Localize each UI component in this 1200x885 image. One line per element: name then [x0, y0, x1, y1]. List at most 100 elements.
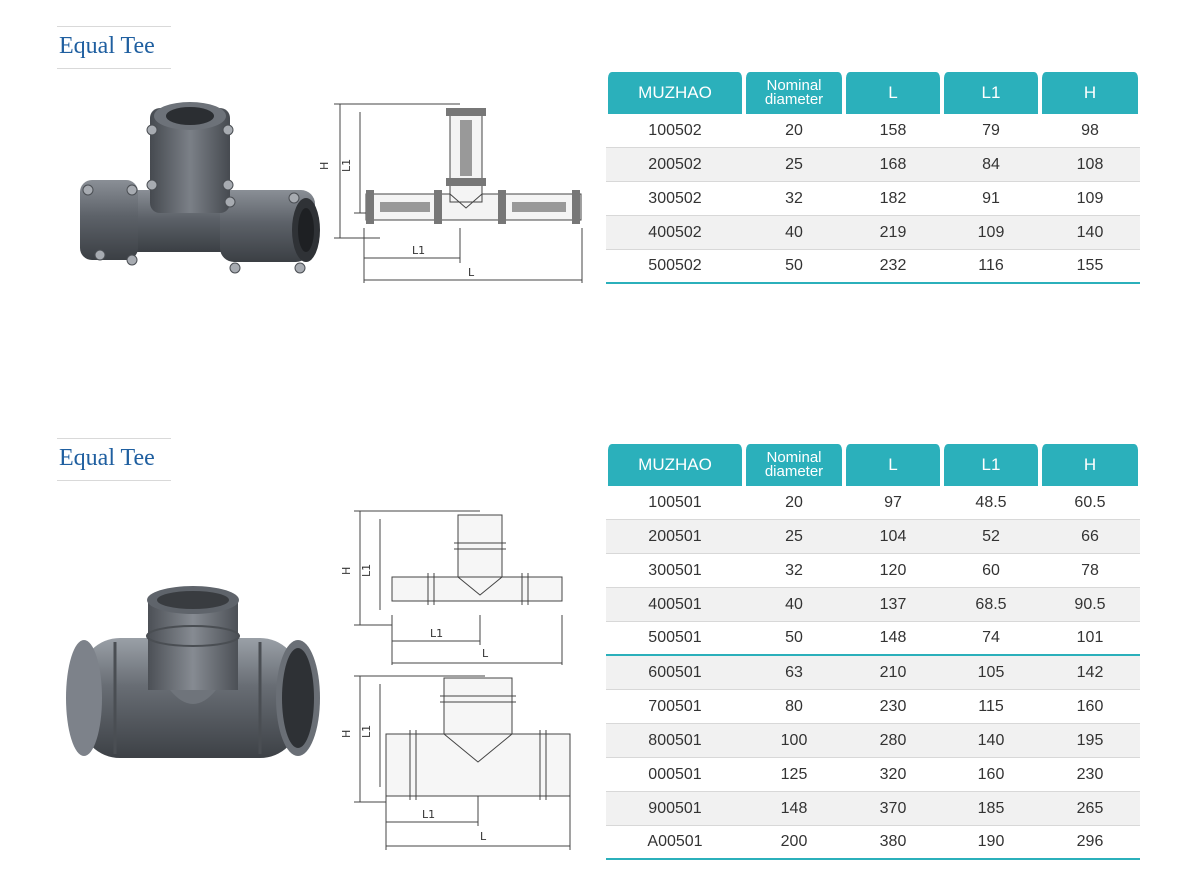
- table-cell: 185: [942, 792, 1040, 826]
- table-cell: A00501: [606, 826, 744, 860]
- header-nominal-diameter: Nominal diameter: [744, 72, 844, 114]
- table-cell: 600501: [606, 656, 744, 690]
- table-cell: 400502: [606, 216, 744, 250]
- table-cell: 168: [844, 148, 942, 182]
- header-model: MUZHAO: [606, 444, 744, 486]
- dim-h-label: H: [340, 567, 353, 575]
- table-cell: 137: [844, 588, 942, 622]
- table-cell: 25: [744, 520, 844, 554]
- table-cell: 148: [844, 622, 942, 656]
- table-cell: 155: [1040, 250, 1140, 284]
- table-cell: 195: [1040, 724, 1140, 758]
- table-cell: 296: [1040, 826, 1140, 860]
- dim-l1-label: L1: [422, 808, 435, 821]
- table-cell: 125: [744, 758, 844, 792]
- table-cell: 98: [1040, 114, 1140, 148]
- table-cell: 78: [1040, 554, 1140, 588]
- dim-l-label: L: [480, 830, 487, 843]
- table-cell: 400501: [606, 588, 744, 622]
- table-cell: 000501: [606, 758, 744, 792]
- table-cell: 219: [844, 216, 942, 250]
- socket-tee-drawing-large: H L1 L1 L: [340, 675, 571, 850]
- table-cell: 190: [942, 826, 1040, 860]
- table-cell: 380: [844, 826, 942, 860]
- table-cell: 300502: [606, 182, 744, 216]
- header-h: H: [1040, 444, 1140, 486]
- socket-tee-image: [66, 586, 320, 758]
- table-cell: 182: [844, 182, 942, 216]
- table-cell: 200502: [606, 148, 744, 182]
- table-cell: 100501: [606, 486, 744, 520]
- table-cell: 115: [942, 690, 1040, 724]
- compression-tee-drawing: H L1 L1 L: [320, 103, 583, 283]
- table-cell: 84: [942, 148, 1040, 182]
- table-cell: 74: [942, 622, 1040, 656]
- header-model: MUZHAO: [606, 72, 744, 114]
- table-cell: 48.5: [942, 486, 1040, 520]
- table-cell: 300501: [606, 554, 744, 588]
- table-cell: 500501: [606, 622, 744, 656]
- table-cell: 320: [844, 758, 942, 792]
- dim-h-label: H: [340, 730, 353, 738]
- table-cell: 52: [942, 520, 1040, 554]
- table-cell: 79: [942, 114, 1040, 148]
- table-cell: 280: [844, 724, 942, 758]
- table-cell: 32: [744, 182, 844, 216]
- table-cell: 148: [744, 792, 844, 826]
- table-cell: 101: [1040, 622, 1140, 656]
- table-cell: 20: [744, 114, 844, 148]
- compression-tee-image: [80, 102, 320, 274]
- table-cell: 160: [942, 758, 1040, 792]
- table-cell: 97: [844, 486, 942, 520]
- table-cell: 60.5: [1040, 486, 1140, 520]
- table-cell: 800501: [606, 724, 744, 758]
- header-l1: L1: [942, 444, 1040, 486]
- dim-l1-label: L1: [412, 244, 425, 257]
- table-cell: 104: [844, 520, 942, 554]
- dim-l1-label: L1: [430, 627, 443, 640]
- table-cell: 63: [744, 656, 844, 690]
- dim-l1-vertical-label: L1: [360, 725, 373, 738]
- table-cell: 109: [942, 216, 1040, 250]
- table-cell: 25: [744, 148, 844, 182]
- dim-h-label: H: [320, 162, 331, 170]
- dim-l-label: L: [482, 647, 489, 660]
- table-cell: 68.5: [942, 588, 1040, 622]
- table-cell: 230: [1040, 758, 1140, 792]
- table-cell: 142: [1040, 656, 1140, 690]
- table-cell: 20: [744, 486, 844, 520]
- table-cell: 370: [844, 792, 942, 826]
- table-cell: 50: [744, 622, 844, 656]
- table-cell: 108: [1040, 148, 1140, 182]
- table-cell: 200: [744, 826, 844, 860]
- table-cell: 91: [942, 182, 1040, 216]
- table-cell: 700501: [606, 690, 744, 724]
- table-cell: 105: [942, 656, 1040, 690]
- table-cell: 140: [942, 724, 1040, 758]
- table-cell: 50: [744, 250, 844, 284]
- header-l: L: [844, 72, 942, 114]
- header-nominal-diameter: Nominal diameter: [744, 444, 844, 486]
- table-cell: 500502: [606, 250, 744, 284]
- table-cell: 66: [1040, 520, 1140, 554]
- header-l: L: [844, 444, 942, 486]
- header-l1: L1: [942, 72, 1040, 114]
- table-cell: 232: [844, 250, 942, 284]
- dim-l1-vertical-label: L1: [360, 564, 373, 577]
- table-cell: 160: [1040, 690, 1140, 724]
